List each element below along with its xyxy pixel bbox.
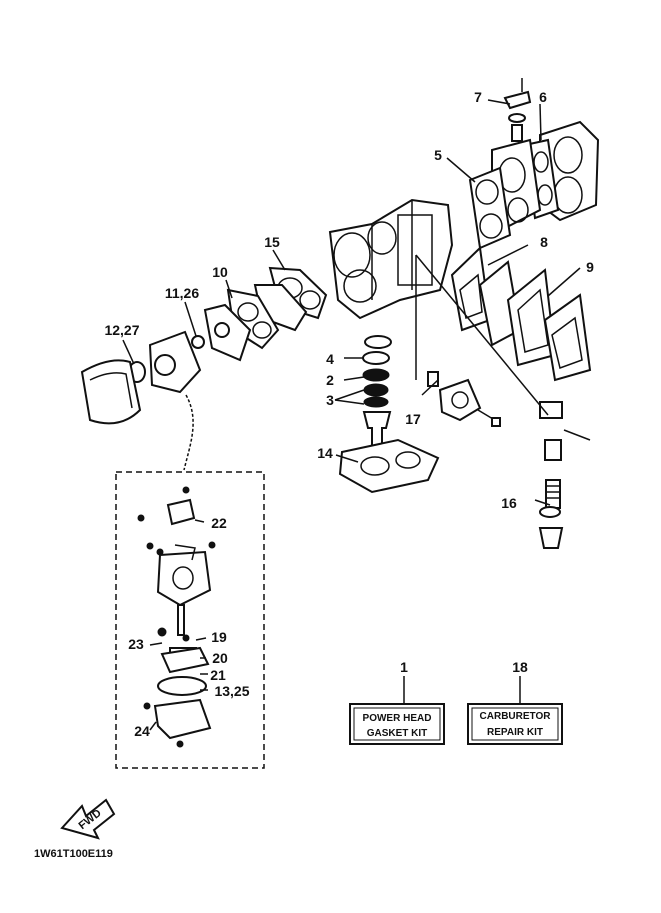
leader-lines — [122, 99, 581, 704]
callout-16: 16 — [501, 495, 517, 511]
callout-21: 21 — [210, 667, 226, 683]
power-head-gasket-kit-box: POWER HEAD GASKET KIT — [349, 703, 445, 745]
carburetor-exploded — [137, 486, 216, 748]
callout-9: 9 — [586, 259, 594, 275]
callout-3: 3 — [326, 392, 334, 408]
callout-13-25: 13,25 — [214, 683, 249, 699]
callout-20: 20 — [212, 650, 228, 666]
callout-19: 19 — [211, 629, 227, 645]
carburetor-assembly — [128, 330, 202, 394]
drawing-code: 1W61T100E119 — [34, 848, 113, 860]
lower-gasket — [338, 438, 440, 494]
rings-stack — [362, 335, 392, 449]
callout-14: 14 — [317, 445, 333, 461]
callout-22: 22 — [211, 515, 227, 531]
exhaust-cover-group — [450, 245, 592, 382]
callout-6: 6 — [539, 89, 547, 105]
power-head-kit-line2: GASKET KIT — [367, 728, 428, 739]
callout-12-27: 12,27 — [104, 322, 139, 338]
intake-manifold-group — [191, 266, 328, 362]
callout-15: 15 — [264, 234, 280, 250]
callout-23: 23 — [128, 636, 144, 652]
fuel-pump — [427, 371, 501, 427]
power-head-kit-line1: POWER HEAD — [363, 713, 432, 724]
callout-10: 10 — [212, 264, 228, 280]
crankcase-block — [328, 198, 454, 320]
callout-4: 4 — [326, 351, 334, 367]
callout-2: 2 — [326, 372, 334, 388]
callout-11-26: 11,26 — [165, 285, 199, 301]
head-gasket — [468, 166, 512, 250]
callout-7: 7 — [474, 89, 482, 105]
callout-24: 24 — [134, 723, 150, 739]
carburetor-kit-line1: CARBURETOR — [480, 711, 552, 722]
carburetor-detail-frame — [115, 471, 265, 769]
callout-18: 18 — [512, 659, 528, 675]
callout-5: 5 — [434, 147, 442, 163]
callout-labels: 1 2 3 4 5 6 7 8 9 10 11,26 12,27 13,25 1… — [104, 89, 594, 739]
callout-1: 1 — [400, 659, 408, 675]
thermostat-cover — [503, 78, 532, 142]
silencer — [80, 359, 142, 425]
carburetor-repair-kit-box: CARBURETOR REPAIR KIT — [467, 703, 563, 745]
fuel-filter — [538, 401, 591, 549]
carburetor-kit-line2: REPAIR KIT — [487, 727, 543, 738]
callout-8: 8 — [540, 234, 548, 250]
callout-17: 17 — [405, 411, 421, 427]
forward-arrow-icon: FWD — [60, 798, 116, 840]
